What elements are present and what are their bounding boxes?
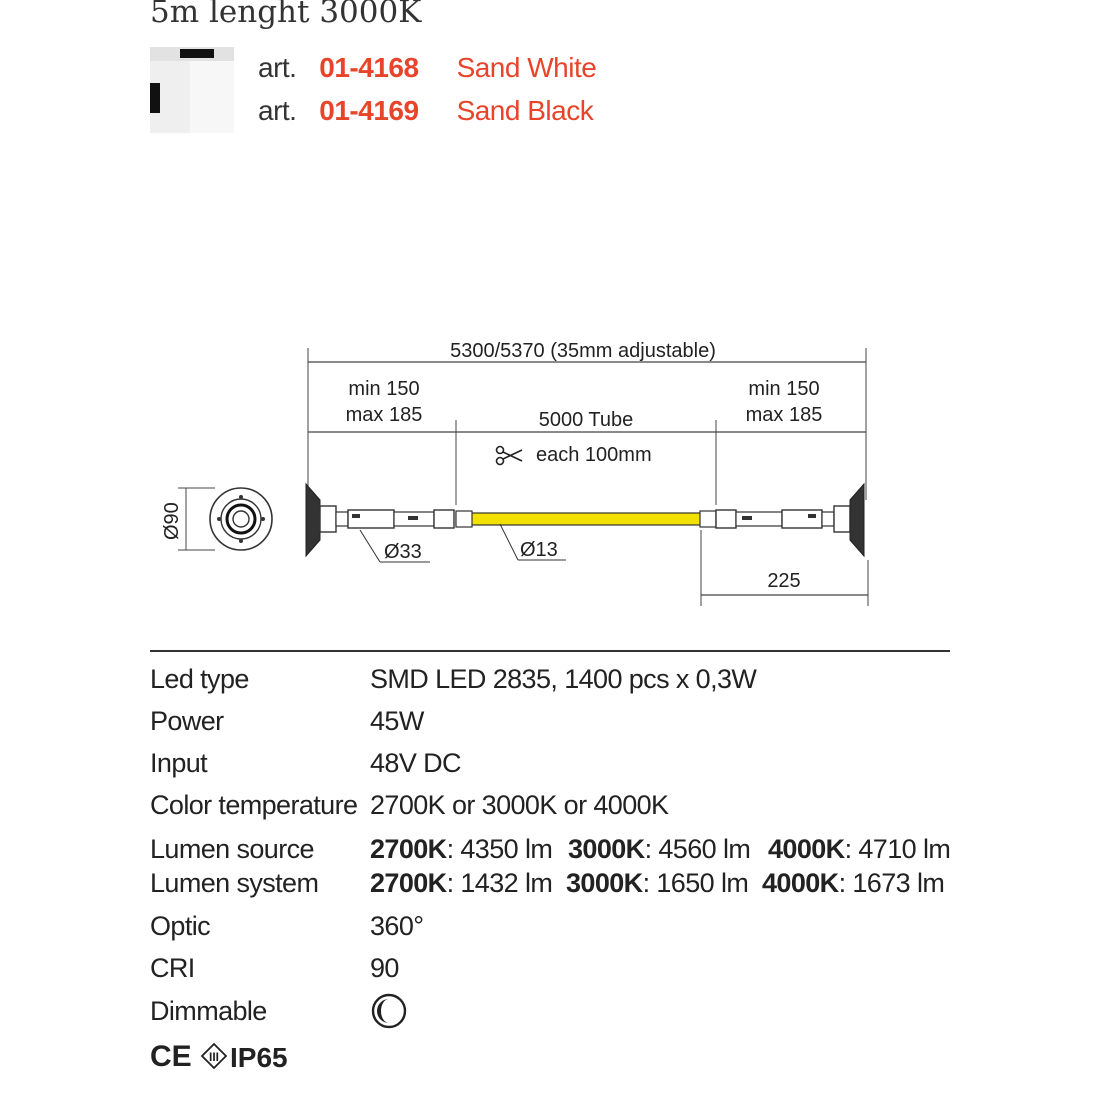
product-thumbnail	[150, 47, 234, 133]
spec-label: Power	[150, 706, 224, 736]
spec-value: 360°	[370, 911, 424, 941]
article-color: Sand White	[456, 52, 597, 83]
right-end-fitting	[715, 482, 865, 558]
lumen-cct: 2700K	[370, 834, 447, 864]
ce-mark-icon: CE	[150, 1040, 192, 1073]
base-diameter-label: Ø90	[161, 502, 183, 540]
spec-label: Optic	[150, 911, 211, 941]
svg-text:III: III	[209, 1050, 219, 1064]
lumen-value: : 1673 lm	[838, 868, 945, 898]
lumen-value: : 1650 lm	[642, 868, 749, 898]
article-row: art. 01-4168 Sand White	[258, 52, 597, 84]
left-max-label: max 185	[346, 404, 423, 426]
spec-value: 2700K or 3000K or 4000K	[370, 790, 669, 820]
article-row: art. 01-4169 Sand Black	[258, 95, 594, 127]
spec-label: Lumen source	[150, 834, 315, 864]
article-prefix: art.	[258, 95, 297, 126]
ip65-mark: IP65	[230, 1042, 288, 1073]
right-max-label: max 185	[746, 404, 823, 426]
spec-value: 48V DC	[370, 748, 462, 778]
article-prefix: art.	[258, 52, 297, 83]
spec-label: Led type	[150, 664, 249, 694]
certification-marks: CE III IP65	[150, 1040, 288, 1073]
spec-label: Lumen system	[150, 868, 319, 898]
class-iii-icon: III	[200, 1042, 228, 1070]
left-min-label: min 150	[348, 378, 419, 400]
lumen-cct: 4000K	[768, 834, 845, 864]
end-dimension-label: 225	[767, 570, 800, 592]
technical-drawing: 5300/5370 (35mm adjustable) min 150 max …	[161, 340, 869, 606]
lumen-source-values: 2700K: 4350 lm 3000K: 4560 lm 4000K: 4710 …	[370, 834, 951, 865]
lumen-value: : 4560 lm	[644, 834, 751, 864]
left-end-fitting	[305, 482, 455, 558]
svg-text:CE: CE	[150, 1040, 192, 1073]
dimmable-icon	[371, 993, 407, 1029]
spec-value: 45W	[370, 706, 424, 736]
article-color: Sand Black	[456, 95, 594, 126]
product-title: 5m lenght 3000K	[150, 0, 422, 30]
spec-label: Color temperature	[150, 790, 358, 820]
lumen-cct: 4000K	[762, 868, 839, 898]
overall-length-label: 5300/5370 (35mm adjustable)	[450, 340, 716, 362]
led-tube	[455, 512, 717, 526]
spec-label: CRI	[150, 953, 195, 983]
base-front-view	[178, 487, 273, 551]
article-code: 01-4168	[319, 52, 419, 83]
article-code: 01-4169	[319, 95, 419, 126]
right-min-label: min 150	[748, 378, 819, 400]
diameter-33-label: Ø33	[384, 541, 422, 563]
cut-note: each 100mm	[536, 444, 652, 466]
lumen-cct: 3000K	[566, 868, 643, 898]
spec-label: Input	[150, 748, 208, 778]
lumen-value: : 4350 lm	[446, 834, 553, 864]
diameter-13-label: Ø13	[520, 539, 558, 561]
lumen-system-values: 2700K: 1432 lm 3000K: 1650 lm 4000K: 1673 …	[370, 868, 945, 899]
tube-length-label: 5000 Tube	[539, 409, 634, 431]
spec-label: Dimmable	[150, 996, 267, 1026]
spec-value: SMD LED 2835, 1400 pcs x 0,3W	[370, 664, 757, 694]
lumen-value: : 4710 lm	[844, 834, 951, 864]
scissors-icon	[495, 445, 523, 466]
spec-value: 90	[370, 953, 399, 983]
lumen-value: : 1432 lm	[446, 868, 553, 898]
lumen-cct: 3000K	[568, 834, 645, 864]
svg-text:IP65: IP65	[230, 1042, 288, 1073]
section-divider	[150, 650, 950, 652]
lumen-cct: 2700K	[370, 868, 447, 898]
